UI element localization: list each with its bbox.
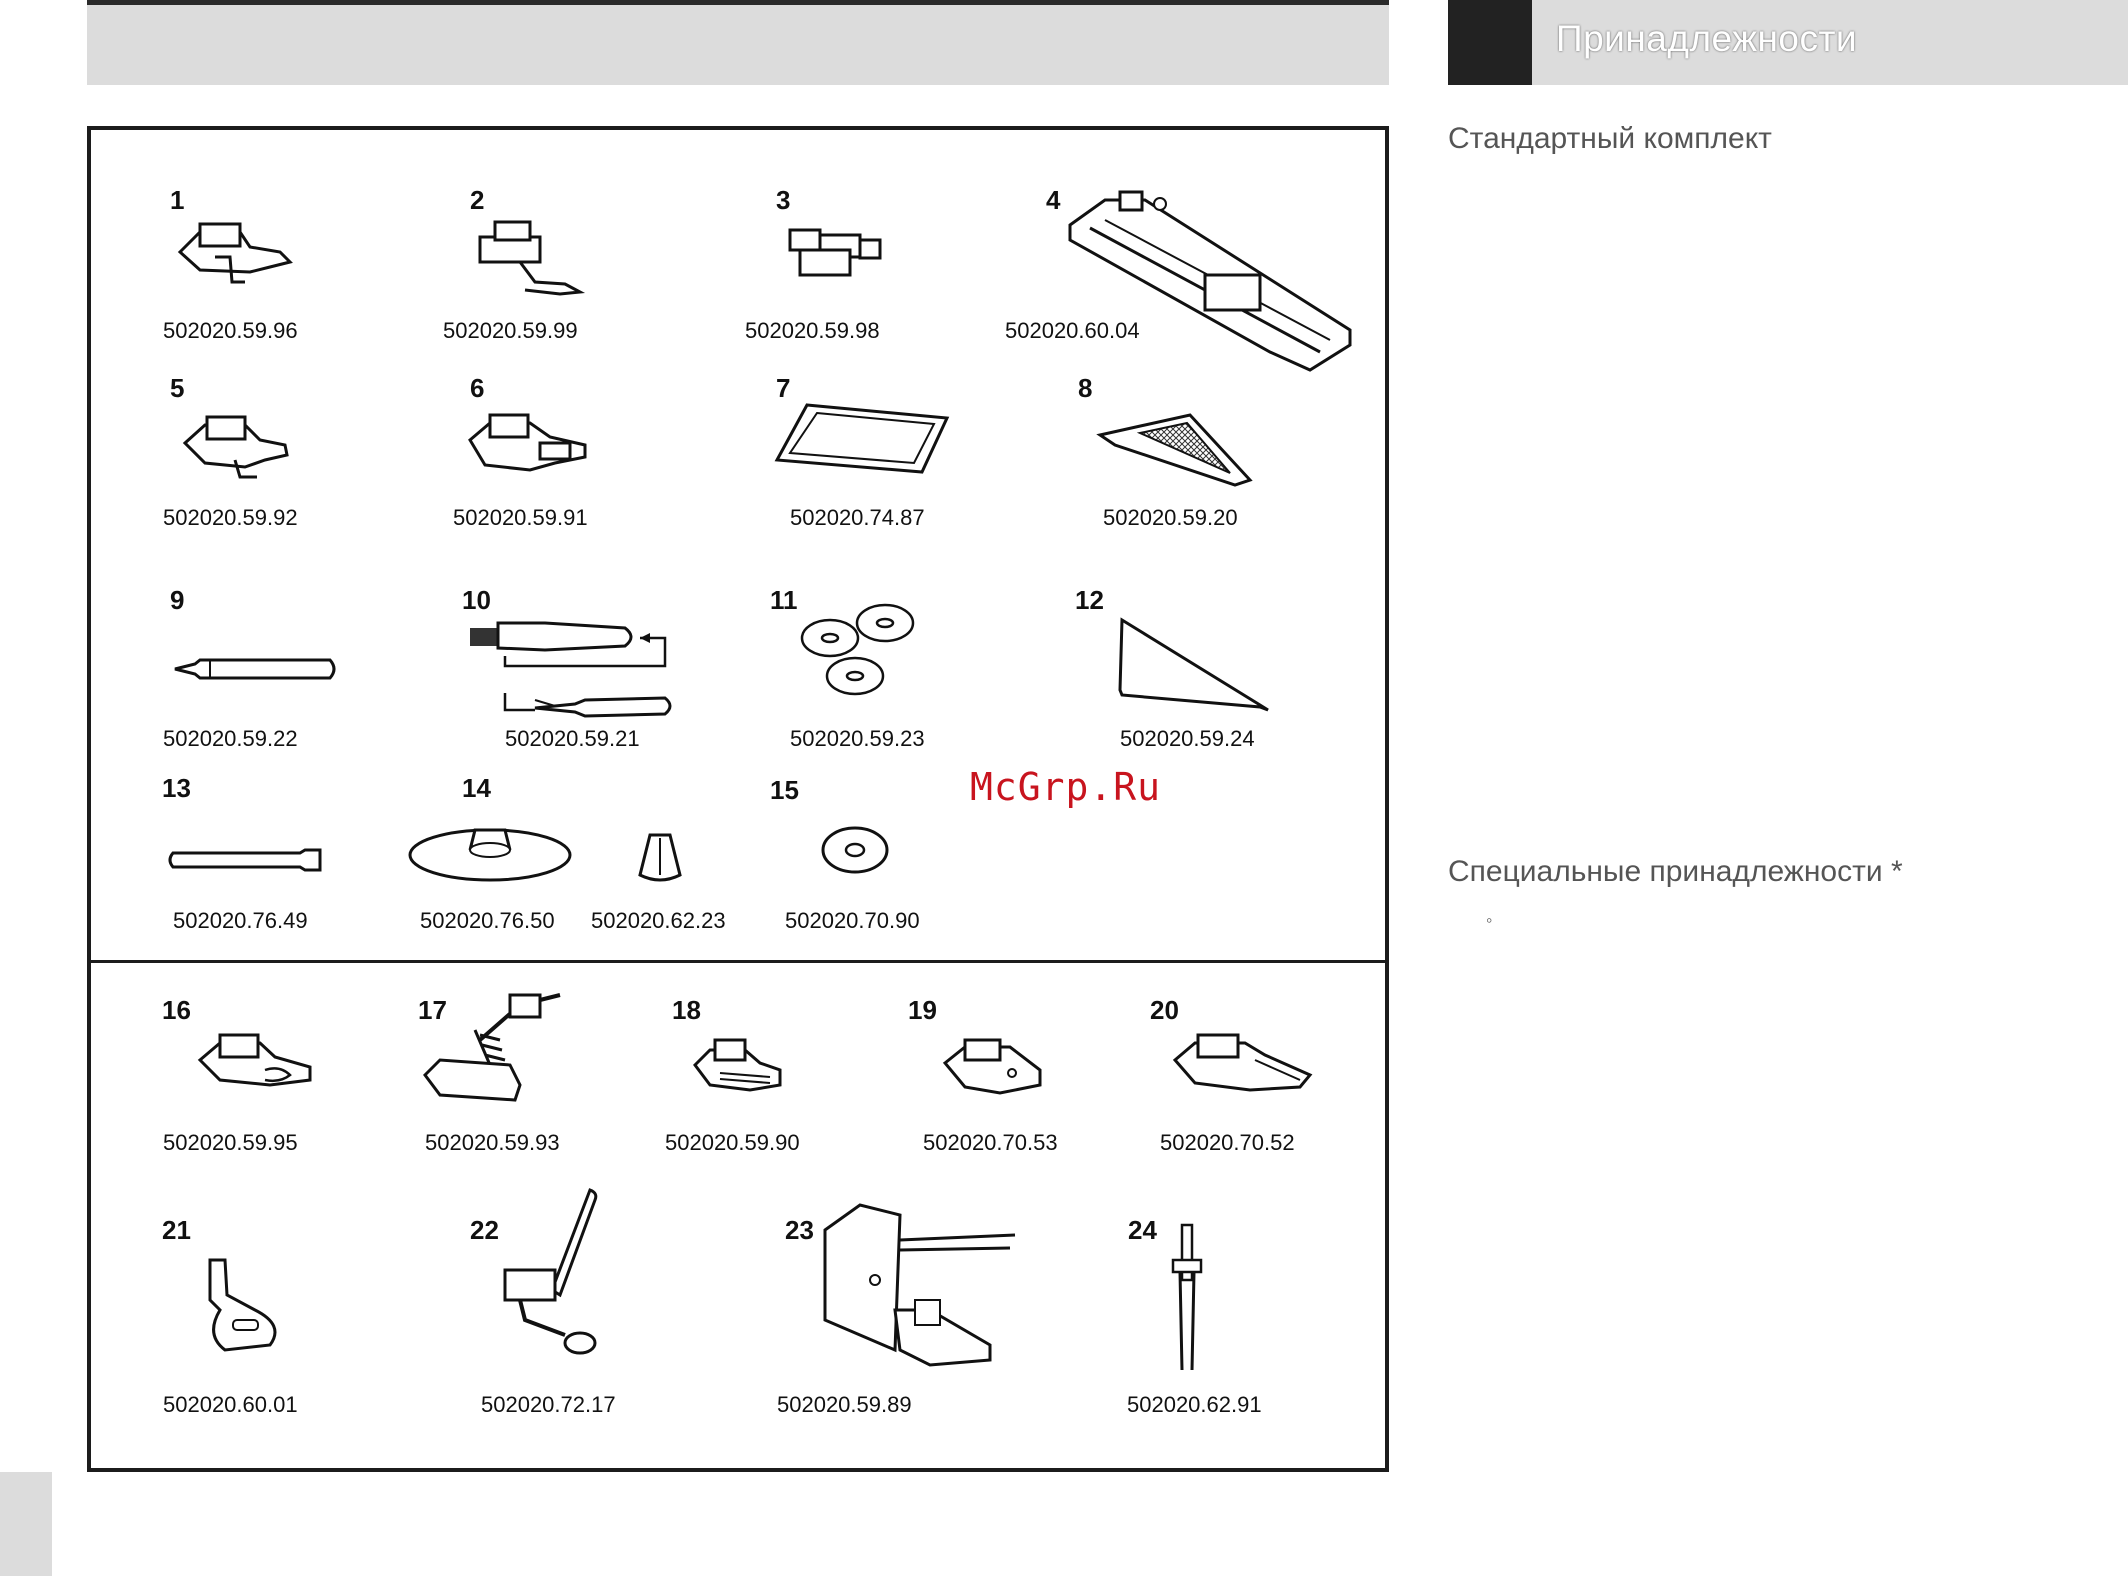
part-code: 502020.60.01 (163, 1392, 298, 1417)
item-number: 14 (462, 773, 491, 803)
part-code: 502020.72.17 (481, 1392, 616, 1417)
part-code: 502020.59.21 (505, 726, 640, 751)
buttonhole-foot-icon (1068, 190, 1352, 372)
spool-disc-icon (408, 828, 572, 882)
part-code: 502020.59.95 (163, 1130, 298, 1155)
zipper-foot-icon (478, 220, 586, 296)
part-code: 502020.59.93 (425, 1130, 560, 1155)
quarter-inch-foot-icon (1172, 1033, 1313, 1092)
item-number: 17 (418, 995, 447, 1025)
list-bullet: ◦ (1486, 910, 1493, 930)
page-title: Принадлежности (1556, 18, 1858, 59)
spool-pin-icon (174, 658, 336, 680)
item-number: 3 (776, 185, 791, 215)
accessories-frame (87, 126, 1389, 1472)
item-number: 2 (470, 185, 485, 215)
satin-foot-icon (182, 415, 289, 479)
quilting-foot-icon (503, 1188, 598, 1355)
item-number: 5 (170, 373, 185, 403)
item-number: 24 (1128, 1215, 1157, 1245)
part-code: 502020.76.50 (420, 908, 555, 933)
item-number: 10 (462, 585, 491, 615)
part-code: 502020.70.90 (785, 908, 920, 933)
teflon-foot-icon (942, 1038, 1042, 1095)
part-code: 502020.59.23 (790, 726, 925, 751)
zigzag-foot-icon (177, 222, 293, 284)
part-code: 502020.62.91 (1127, 1392, 1262, 1417)
item-number: 16 (162, 995, 191, 1025)
spool-pin-2-icon (168, 848, 322, 872)
header-band (1532, 0, 2128, 85)
part-code: 502020.59.99 (443, 318, 578, 343)
item-number: 15 (770, 775, 799, 805)
item-number: 8 (1078, 373, 1093, 403)
part-code: 502020.70.52 (1160, 1130, 1295, 1155)
part-code: 502020.70.53 (923, 1130, 1058, 1155)
walking-foot-icon (823, 1203, 1016, 1367)
quilting-guide-icon (1118, 617, 1269, 712)
item-number: 11 (770, 585, 798, 615)
cording-foot-icon (693, 1038, 782, 1092)
item-number: 9 (170, 585, 185, 615)
part-code: 502020.74.87 (790, 505, 925, 530)
item-number: 1 (170, 185, 185, 215)
edge-guide-icon (1096, 413, 1253, 487)
twin-needle-icon (1171, 1223, 1203, 1371)
part-code: 502020.59.20 (1103, 505, 1238, 530)
straight-foot-icon (208, 1258, 277, 1352)
item-number: 21 (162, 1215, 191, 1245)
item-number: 4 (1046, 185, 1061, 215)
part-code: 502020.59.96 (163, 318, 298, 343)
item-number: 20 (1150, 995, 1179, 1025)
felt-washer-icon (821, 826, 889, 874)
seam-ripper-brush-icon (470, 621, 672, 718)
item-number: 7 (776, 373, 791, 403)
special-accessories-heading: Специальные принадлежности * (1448, 855, 1903, 888)
page-corner-tab (0, 1472, 52, 1576)
item-number: 12 (1075, 585, 1104, 615)
part-code: 502020.62.23 (591, 908, 726, 933)
hemmer-foot-icon (197, 1033, 312, 1087)
top-bar (87, 0, 1389, 85)
item-number: 22 (470, 1215, 499, 1245)
item-number: 23 (785, 1215, 814, 1245)
item-number: 13 (162, 773, 191, 803)
item-number: 18 (672, 995, 701, 1025)
darning-foot-icon (423, 993, 561, 1102)
blindstitch-foot-icon (468, 413, 587, 472)
part-code: 502020.59.89 (777, 1392, 912, 1417)
bobbins-icon (800, 603, 915, 696)
part-code: 502020.60.04 (1005, 318, 1140, 343)
part-code: 502020.59.90 (665, 1130, 800, 1155)
felt-pad-icon (774, 403, 950, 474)
item-number: 19 (908, 995, 937, 1025)
watermark: McGrp.Ru (970, 765, 1162, 809)
part-code: 502020.76.49 (173, 908, 308, 933)
part-code: 502020.59.91 (453, 505, 588, 530)
item-number: 6 (470, 373, 485, 403)
part-code: 502020.59.98 (745, 318, 880, 343)
part-code: 502020.59.92 (163, 505, 298, 530)
spool-cap-icon (638, 833, 682, 882)
standard-set-heading: Стандартный комплект (1448, 122, 1772, 155)
header-dark-block (1448, 0, 1532, 85)
buttonsew-foot-icon (788, 228, 882, 277)
part-code: 502020.59.22 (163, 726, 298, 751)
frame-divider (91, 960, 1385, 963)
part-code: 502020.59.24 (1120, 726, 1255, 751)
